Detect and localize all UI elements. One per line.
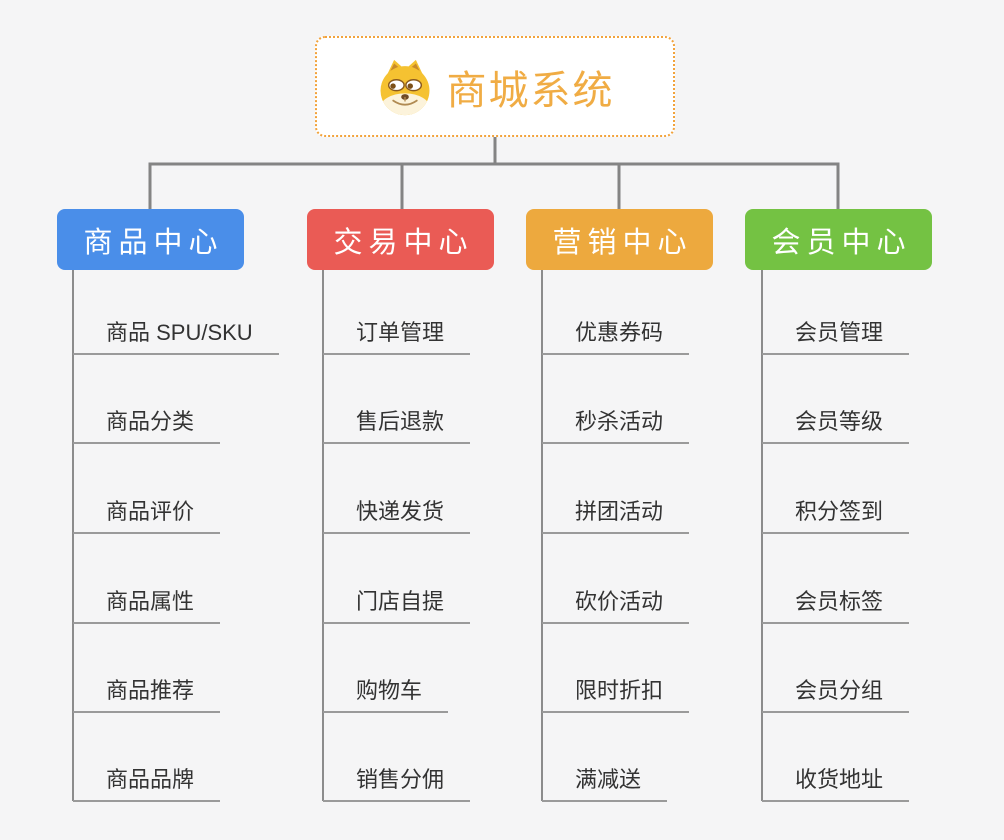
topic-item[interactable]: 商品品牌 [73, 762, 221, 802]
topic-item[interactable]: 销售分佣 [323, 762, 471, 802]
topic-item[interactable]: 门店自提 [323, 584, 471, 624]
topic-item[interactable]: 快递发货 [323, 494, 471, 534]
topic-item[interactable]: 满减送 [542, 762, 668, 802]
topic-item[interactable]: 限时折扣 [542, 673, 690, 713]
topic-item[interactable]: 秒杀活动 [542, 404, 690, 444]
branch-topic-trade[interactable]: 交易中心 [307, 209, 494, 270]
topic-item[interactable]: 积分签到 [762, 494, 910, 534]
doge-dog-face-icon [376, 57, 434, 117]
topic-item[interactable]: 会员分组 [762, 673, 910, 713]
root-topic-title: 商城系统 [446, 68, 615, 113]
branch-connectors [148, 137, 840, 210]
topic-item[interactable]: 订单管理 [323, 315, 471, 355]
topic-item[interactable]: 砍价活动 [542, 584, 690, 624]
branch-topic-products[interactable]: 商品中心 [57, 209, 244, 270]
topic-item[interactable]: 商品 SPU/SKU [73, 315, 279, 355]
topic-item[interactable]: 商品属性 [73, 584, 221, 624]
topic-item[interactable]: 售后退款 [323, 404, 471, 444]
topic-item[interactable]: 拼团活动 [542, 494, 690, 534]
topic-item[interactable]: 商品分类 [73, 404, 221, 444]
branch-topic-members[interactable]: 会员中心 [745, 209, 932, 270]
topic-item[interactable]: 商品评价 [73, 494, 221, 534]
root-topic[interactable]: 商城系统 [315, 36, 675, 137]
topic-item[interactable]: 收货地址 [762, 762, 910, 802]
topic-item[interactable]: 会员管理 [762, 315, 910, 355]
topic-item[interactable]: 优惠券码 [542, 315, 690, 355]
topic-item[interactable]: 会员标签 [762, 584, 910, 624]
branch-topic-marketing[interactable]: 营销中心 [526, 209, 713, 270]
topic-item[interactable]: 购物车 [323, 673, 449, 713]
topic-item[interactable]: 商品推荐 [73, 673, 221, 713]
topic-item[interactable]: 会员等级 [762, 404, 910, 444]
